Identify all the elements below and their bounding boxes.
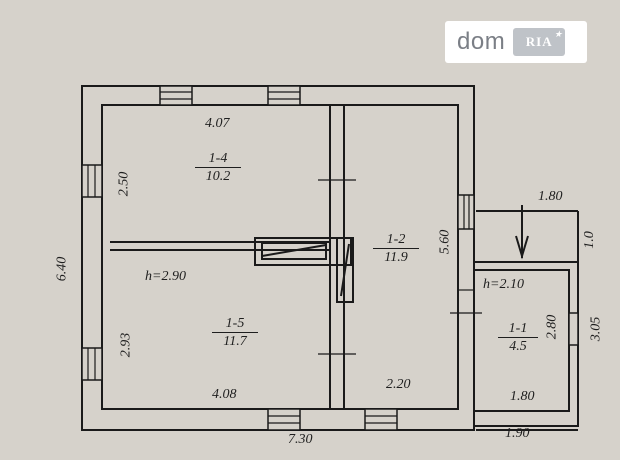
room-area: 11.9: [384, 250, 408, 265]
dim-porch-outer-width: 1.90: [505, 426, 530, 441]
dim-total-height: 6.40: [54, 256, 70, 282]
stove-inner: [261, 242, 327, 260]
watermark-badge-text: RIA: [525, 34, 553, 49]
watermark-logo: dom RIA ★: [445, 21, 587, 63]
dim-porch-top: 1.80: [538, 189, 563, 204]
room-1-1: 1-1 4.5: [498, 322, 538, 354]
room-number: 1-4: [195, 152, 241, 168]
room-area: 4.5: [509, 339, 527, 354]
room-number: 1-1: [498, 322, 538, 338]
room-number: 1-2: [373, 233, 419, 249]
dim-lower-left-height: 2.93: [118, 332, 134, 358]
window-bottom-1: [267, 408, 301, 431]
window-top-1: [159, 85, 193, 106]
dim-total-width: 7.30: [288, 432, 313, 447]
star-icon: ★: [554, 29, 563, 39]
dim-porch-inner-width: 1.80: [510, 389, 535, 404]
window-left-1: [81, 164, 103, 198]
dim-top-left-width: 4.07: [205, 116, 230, 131]
window-bottom-2: [364, 408, 398, 431]
watermark-brand: dom: [457, 28, 506, 55]
room-area: 10.2: [205, 169, 231, 184]
chimney: [336, 237, 354, 303]
dim-top-left-height: 2.50: [116, 171, 132, 197]
window-porch: [568, 312, 579, 346]
window-right-1: [457, 194, 475, 230]
room-number: 1-5: [212, 317, 258, 333]
stove: [254, 237, 352, 266]
height-porch: h=2.10: [483, 277, 524, 292]
dim-lower-left-width: 4.08: [212, 387, 237, 402]
window-left-2: [81, 347, 103, 381]
window-top-2: [267, 85, 301, 106]
dim-lower-center-width: 2.20: [386, 377, 411, 392]
height-main: h=2.90: [145, 269, 186, 284]
room-area: 11.7: [223, 334, 247, 349]
watermark-badge: RIA ★: [513, 28, 566, 56]
dim-center-height: 5.60: [437, 229, 453, 255]
dim-porch-right-top: 1.0: [581, 231, 597, 249]
room-1-4: 1-4 10.2: [195, 152, 241, 184]
dim-porch-inner-height: 2.80: [544, 314, 560, 340]
room-1-5: 1-5 11.7: [212, 317, 258, 349]
dim-porch-outer-height: 3.05: [588, 316, 604, 342]
room-1-2: 1-2 11.9: [373, 233, 419, 265]
